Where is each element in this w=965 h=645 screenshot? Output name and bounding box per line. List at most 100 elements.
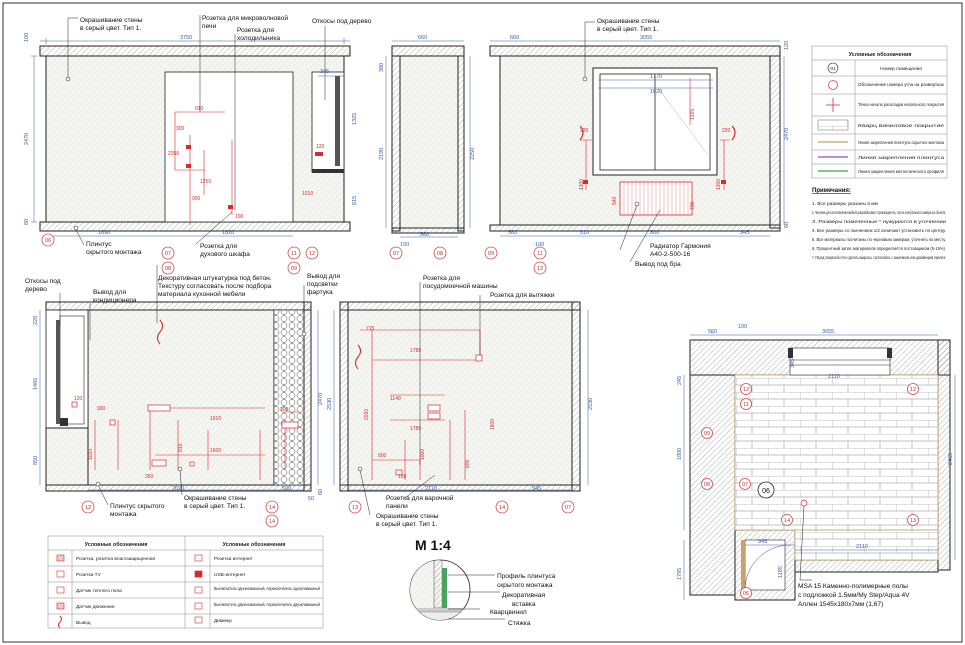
plaster-note: Декоративная штукатурка под бетон. [158, 274, 272, 282]
plan-bubble-11: 12 [743, 387, 749, 393]
legend2-title-left: Условные обозначения [85, 541, 148, 548]
notes-title: Примечания: [812, 188, 851, 194]
bubble-09: 09 [488, 251, 494, 257]
legend-row-room: Номер помещения [880, 66, 922, 72]
plan-bubble-10: 11 [743, 402, 749, 408]
dim-1785: 1785 [410, 348, 421, 354]
elevation-2: 660 380 2190 2250 100 560 [379, 35, 476, 248]
dim-2530: 2530 [588, 398, 594, 410]
dishwasher-socket-note: Розетка для [423, 275, 460, 282]
dim-100: 100 [235, 214, 244, 220]
legend-row-vinyl: Кварц виниловое покрытие [858, 123, 944, 129]
dim-1010: 1010 [302, 191, 313, 197]
dim-3750: 3750 [180, 35, 192, 41]
notes-block: Примечания: 1. Все размеры указаны в мм … [812, 188, 946, 261]
dim-345: 345 [790, 359, 796, 368]
bubble-12: 12 [85, 505, 91, 511]
door-plan [744, 539, 786, 591]
legend2-socket: Розетка, розетка влагозащищенная [76, 556, 156, 562]
elevation-5: 715 1785 1140 2030 1785 800 1000 600 180… [327, 275, 594, 528]
dim-800: 800 [378, 453, 387, 459]
wall-paint-note-4: Окрашивание стены [184, 495, 247, 502]
dim-1610: 1610 [210, 416, 221, 422]
dim-60: 60 [318, 489, 324, 495]
bubble-14: 14 [269, 519, 275, 525]
plinth-note: Плинтус [86, 241, 112, 248]
dim-560: 560 [420, 232, 429, 238]
legend2-switch-1: Выключатель одноклавишный, переключатель… [214, 585, 320, 592]
dim-220: 220 [33, 316, 39, 325]
legend-table-2: Условные обозначения Условные обозначени… [47, 535, 324, 629]
dim-2110: 2110 [425, 486, 437, 492]
apron-light-note: Вывод для [307, 273, 340, 280]
dim-1010: 1010 [88, 449, 94, 460]
note-5: 5. Все материалы посчитаны по черновым з… [812, 237, 946, 243]
dim-560: 560 [708, 329, 717, 335]
bra-output-note: Вывод под бра [635, 260, 681, 268]
floor-material-note: MSA 15 Каменно-полимерные полы [798, 583, 908, 590]
radiator-note: Радиатор Гармония [650, 243, 711, 250]
bubble-10: 11 [537, 251, 543, 257]
dim-945: 945 [740, 230, 749, 236]
dim-100: 100 [535, 242, 544, 248]
legend-row-plinth: Линия закрепления плинтуса [858, 155, 944, 161]
legend2-usb: USB-интернет [214, 572, 246, 578]
dim-2250: 2250 [168, 151, 179, 157]
note-7: 7. Перед покраской стен сделать выкрасы,… [812, 254, 946, 261]
section-screed-label: Стяжка [508, 620, 531, 627]
section-vinyl-label: Кварцвинил [490, 609, 527, 616]
dim-2530: 2530 [327, 398, 333, 410]
note-3: 3. Размеры помеченные * нуждаются в уточ… [812, 219, 946, 225]
fridge-niche [164, 71, 294, 223]
hood-socket-note: Розетка для вытяжки [490, 292, 555, 299]
dim-1785: 1785 [410, 426, 421, 432]
legend-row-start: Точка начала раскладки напольного покрыт… [858, 102, 944, 108]
window-slope [45, 309, 89, 429]
dim-1250: 1250 [200, 179, 211, 185]
dim-380: 380 [379, 63, 385, 72]
legend2-motion: Датчик движения [76, 604, 115, 610]
dim-600: 600 [465, 459, 471, 468]
dim-1000: 1000 [420, 449, 426, 460]
dim-60: 60 [784, 222, 790, 228]
dim-800: 800 [650, 230, 659, 236]
dim-1800: 1800 [490, 419, 496, 430]
dim-660: 660 [510, 35, 519, 41]
fridge-socket-note: Розетка для [237, 27, 274, 34]
window-plan [789, 347, 891, 376]
bubble-11: 12 [537, 266, 543, 272]
scale-title: М 1:4 [415, 537, 451, 553]
dim-3055: 3055 [640, 35, 652, 41]
plinth-note-4: Плинтус скрытого [110, 503, 165, 510]
dim-50: 50 [308, 496, 314, 502]
decor-tile-strip [273, 309, 305, 486]
bubble-07: 07 [165, 251, 171, 257]
bubble-06: 06 [45, 238, 51, 244]
dim-700: 700 [690, 201, 696, 210]
bubble-13: 13 [352, 505, 358, 511]
dim-2110: 2110 [828, 374, 840, 380]
dim-1465: 1465 [33, 378, 39, 390]
wall-paint-note-5: Окрашивание стены [376, 513, 439, 520]
legend2-internet: Розетка интернет [214, 556, 254, 562]
svg-text:01: 01 [830, 66, 836, 72]
bubble-10: 11 [291, 251, 297, 257]
dim-300: 300 [280, 407, 289, 413]
bubble-07: 07 [565, 505, 571, 511]
dim-1820: 1820 [222, 230, 234, 236]
dim-945: 945 [532, 486, 541, 492]
elevation-4: 900 1610 300 120 1010 1600 350 910 220 1… [25, 265, 340, 518]
plan-bubble-09: 09 [704, 431, 710, 437]
legend2-tv: Розетка TV [76, 572, 102, 578]
dim-945: 945 [758, 539, 767, 545]
